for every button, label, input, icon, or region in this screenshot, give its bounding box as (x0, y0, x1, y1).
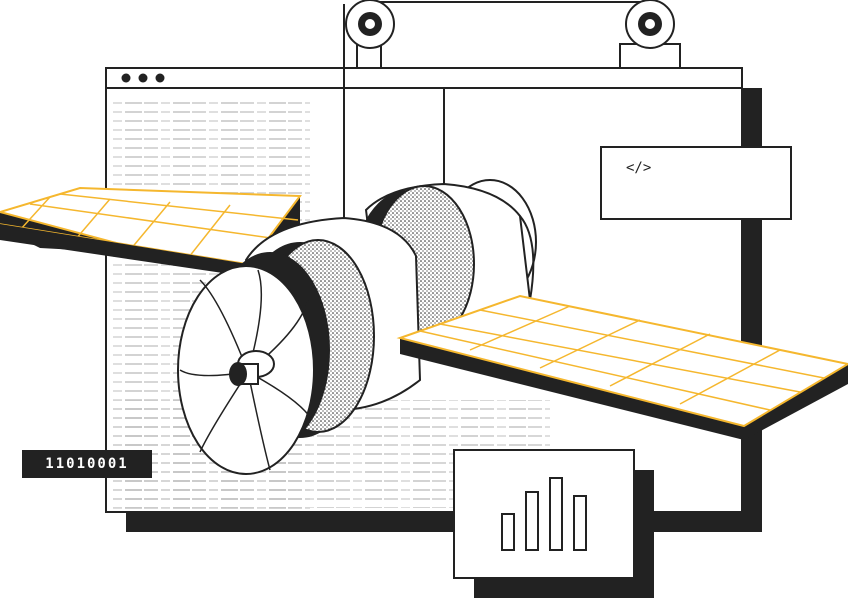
window-dots-icon (121, 73, 165, 83)
binary-tag: 11010001 (22, 450, 152, 478)
solar-panel-right (396, 294, 848, 440)
bar-chart-icon (501, 477, 587, 551)
pulley-right-icon (619, 0, 681, 69)
binary-tag-text: 11010001 (45, 456, 129, 472)
pulley-left-icon (345, 0, 395, 69)
solar-panel-left (0, 186, 302, 280)
satellite-dish (177, 265, 315, 475)
code-icon: </> (626, 160, 652, 176)
chart-card (453, 449, 635, 579)
code-card: </> (600, 146, 792, 220)
